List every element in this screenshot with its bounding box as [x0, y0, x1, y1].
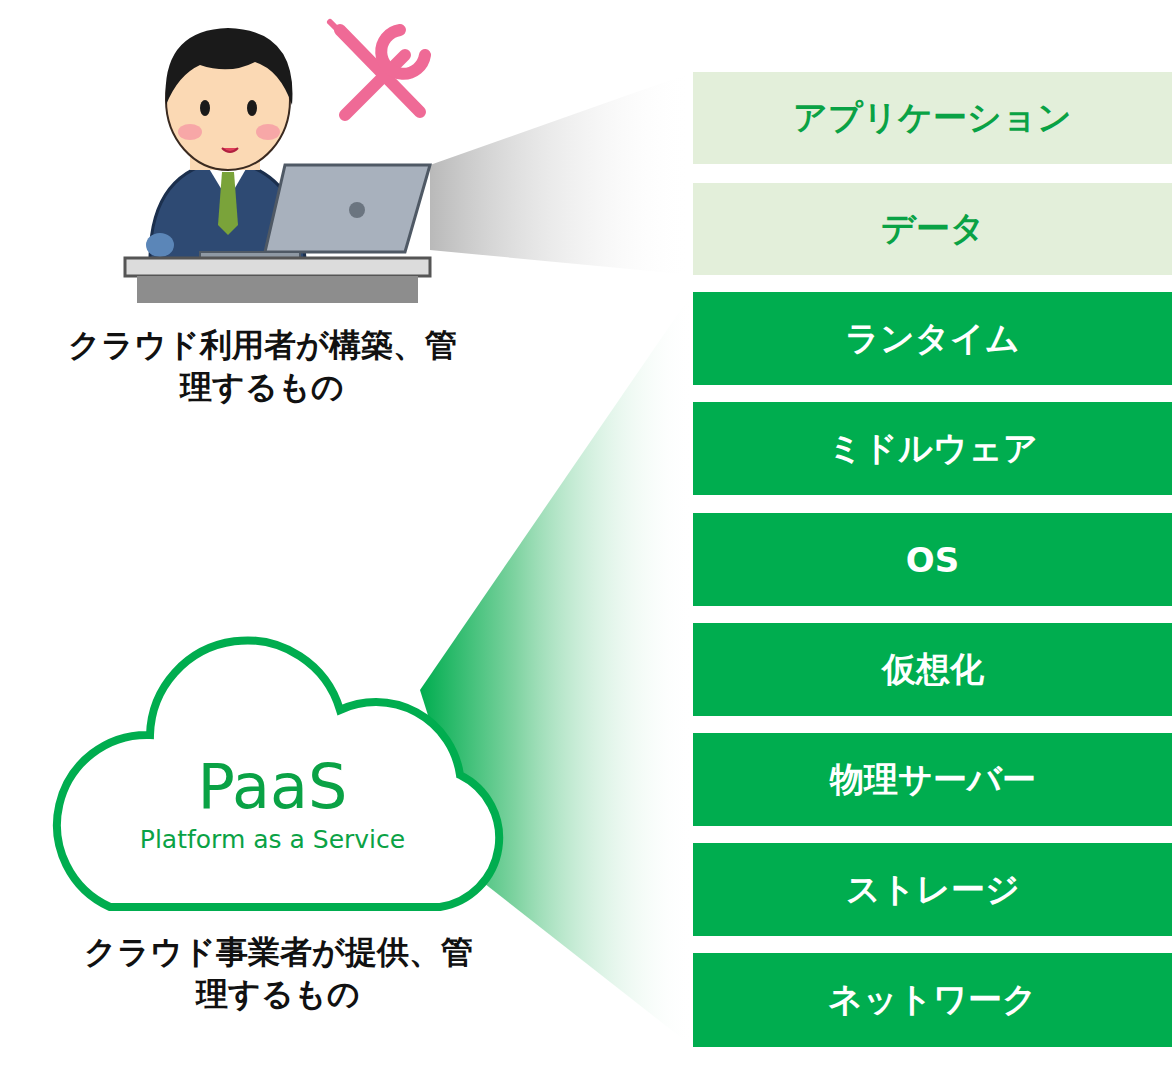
caption-note: クラウド事業者が提供、管理するもの — [83, 932, 473, 1015]
layer-label: データ — [881, 206, 985, 252]
layer-box: アプリケーション — [693, 72, 1172, 164]
layer-box: ミドルウェア — [693, 402, 1172, 495]
layer-box: OS — [693, 513, 1172, 606]
cloud-title: PaaS — [198, 753, 348, 821]
layer-box: 物理サーバー — [693, 733, 1172, 826]
cloud-shape: PaaS Platform as a Service — [30, 625, 515, 917]
layer-box: ネットワーク — [693, 953, 1172, 1047]
layer-label: ネットワーク — [828, 977, 1037, 1023]
laptop-desk — [125, 165, 430, 303]
layer-label: 物理サーバー — [830, 757, 1036, 803]
layer-box: 仮想化 — [693, 623, 1172, 716]
caption-note: クラウド利用者が構築、管理するもの — [67, 325, 457, 408]
layer-label: OS — [906, 540, 959, 580]
layer-label: アプリケーション — [793, 95, 1072, 141]
layer-box: ストレージ — [693, 843, 1172, 936]
layer-label: ランタイム — [845, 316, 1020, 362]
cloud-subtitle: Platform as a Service — [140, 825, 405, 854]
layer-label: ストレージ — [846, 867, 1020, 913]
layer-label: ミドルウェア — [828, 426, 1038, 472]
grey-fan — [430, 72, 693, 275]
layer-label: 仮想化 — [882, 647, 984, 693]
layer-box: データ — [693, 183, 1172, 275]
layer-box: ランタイム — [693, 292, 1172, 385]
tools-icon — [330, 22, 425, 115]
